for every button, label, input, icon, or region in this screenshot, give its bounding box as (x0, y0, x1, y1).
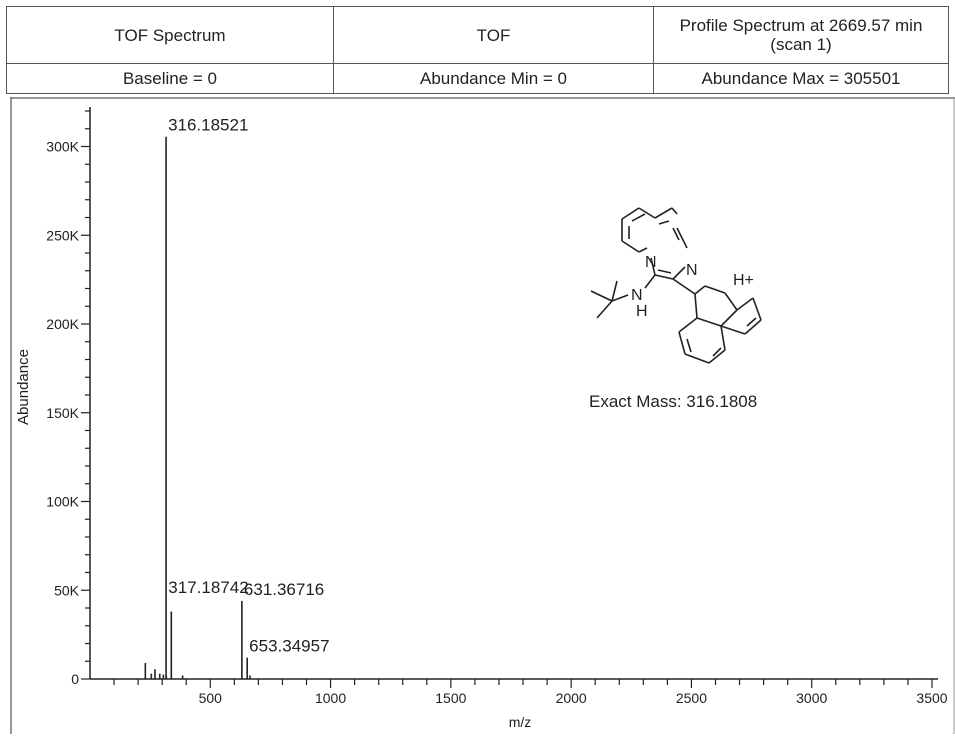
y-tick-label: 0 (71, 671, 79, 687)
y-tick-label: 250K (46, 227, 79, 243)
spectrum-chart: 0 50K 100K 150K 200K 250K 300K 500 1000 1500 2000… (10, 97, 955, 734)
abundance-max-cell: Abundance Max = 305501 (653, 63, 949, 94)
y-tick-label: 150K (46, 405, 79, 421)
molecule-bonds (590, 207, 762, 364)
peak-label: 631.36716 (244, 580, 324, 599)
peak-label: 317.18742 (168, 578, 248, 597)
y-ticks: 0 50K 100K 150K 200K 250K 300K (46, 110, 90, 687)
y-tick-label: 300K (46, 139, 79, 155)
atom-label-n-amine: N (631, 287, 643, 304)
x-axis-label: m/z (509, 714, 532, 730)
analyzer-cell: TOF (333, 6, 654, 64)
profile-info-cell: Profile Spectrum at 2669.57 min (scan 1) (653, 6, 949, 64)
exact-mass-label: Exact Mass: 316.1808 (589, 392, 758, 411)
x-tick-label: 3500 (916, 690, 947, 706)
plot-frame: 0 50K 100K 150K 200K 250K 300K 500 1000 1500 2000… (10, 97, 955, 734)
y-tick-label: 100K (46, 494, 79, 510)
protonation-label: H+ (733, 272, 754, 289)
spectrum-type-cell: TOF Spectrum (6, 6, 334, 64)
atom-label-h-amine: H (636, 303, 648, 320)
x-tick-label: 500 (199, 690, 223, 706)
y-tick-label: 50K (54, 582, 80, 598)
y-axis-label: Abundance (15, 349, 32, 425)
peak-label: 316.18521 (168, 116, 248, 135)
x-tick-label: 1000 (315, 690, 346, 706)
x-tick-label: 2000 (556, 690, 587, 706)
molecule-structure: N N N H H+ (590, 207, 762, 364)
atom-label-n-ring: N (686, 262, 698, 279)
peak-label: 653.34957 (249, 637, 329, 656)
x-ticks: 500 1000 1500 2000 2500 3000 3500 (113, 679, 948, 706)
x-tick-label: 1500 (435, 690, 466, 706)
peaks (144, 136, 251, 679)
y-tick-label: 200K (46, 316, 79, 332)
x-tick-label: 2500 (676, 690, 707, 706)
info-header: TOF Spectrum TOF Profile Spectrum at 266… (6, 6, 949, 94)
baseline-cell: Baseline = 0 (6, 63, 334, 94)
atom-label-n-bridge: N (645, 254, 657, 271)
x-tick-label: 3000 (796, 690, 827, 706)
abundance-min-cell: Abundance Min = 0 (333, 63, 654, 94)
